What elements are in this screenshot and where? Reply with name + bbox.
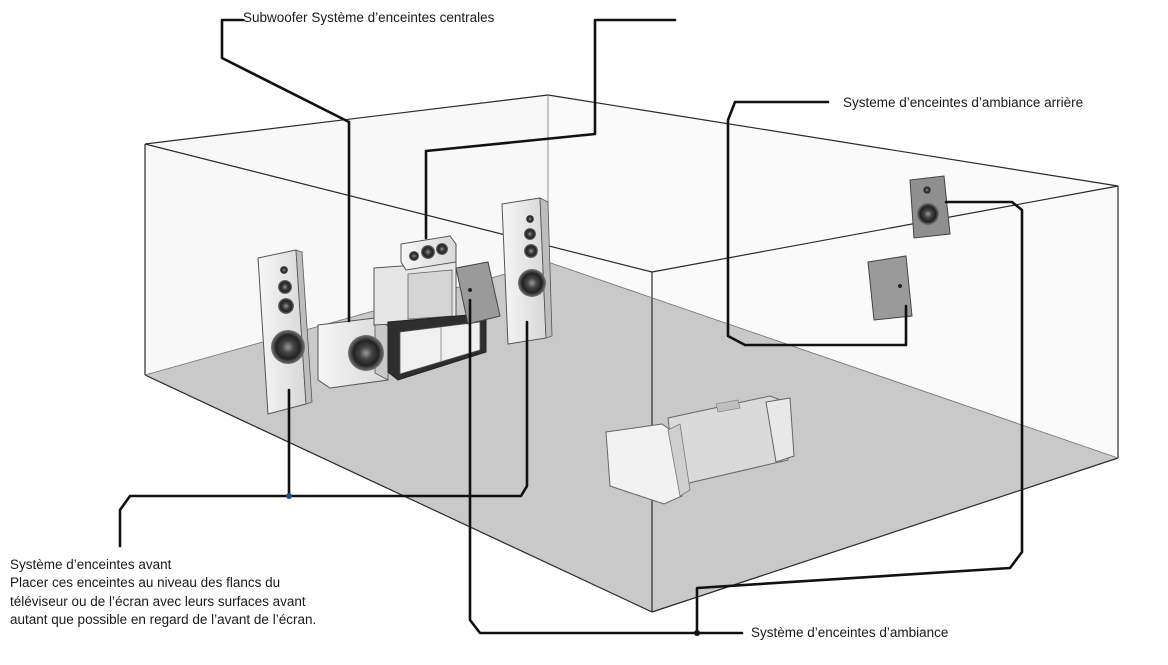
television [373, 261, 457, 326]
center-speaker [400, 235, 457, 271]
driver-icon [526, 215, 534, 223]
center-speaker-label-text: Système d’enceintes centrales [311, 10, 495, 25]
leader-lines [118, 18, 1024, 635]
surround-back-leader [726, 100, 908, 347]
driver-icon [436, 243, 448, 255]
driver-icon [409, 251, 419, 261]
subwoofer-label: Subwoofer Système d’enceintes centrales [243, 9, 494, 27]
surround-leader [468, 298, 744, 635]
surround-speaker [867, 255, 913, 321]
front-right-speaker [501, 197, 553, 345]
room-back-wall-left [145, 95, 548, 375]
front-leader [118, 388, 291, 548]
leader-joint [694, 630, 700, 636]
driver-icon [917, 203, 939, 225]
front-leader-right [287, 320, 529, 498]
surround-back-label: Systeme d’enceintes d’ambiance arrière [843, 95, 1084, 110]
driver-icon [280, 266, 288, 274]
driver-icon [518, 269, 546, 297]
surround-leader-right [695, 200, 1024, 635]
driver-icon [421, 245, 435, 259]
sofa [605, 395, 795, 505]
subwoofer-leader [220, 18, 351, 323]
leader-joint [286, 493, 292, 499]
driver-icon [923, 186, 931, 194]
surround-label: Système d’enceintes d’ambiance [751, 625, 949, 640]
front-left-speaker [257, 249, 313, 415]
driver-icon [278, 280, 292, 294]
driver-icon [524, 228, 536, 240]
driver-icon [348, 335, 384, 371]
front-speaker-annotation: Système d’enceintes avant Placer ces enc… [10, 556, 340, 630]
driver-icon [278, 298, 294, 314]
front-speaker-title: Système d’enceintes avant [10, 557, 172, 572]
side-speaker [455, 261, 501, 325]
room-back-wall-right [548, 95, 1118, 458]
surround-back-speaker [909, 175, 951, 239]
driver-icon [271, 330, 305, 364]
subwoofer-speaker [317, 317, 389, 389]
front-speaker-description: Placer ces enceintes au niveau des flanc… [10, 575, 317, 627]
driver-icon [524, 244, 538, 258]
subwoofer-label-text: Subwoofer [243, 10, 308, 25]
center-leader [424, 18, 677, 240]
